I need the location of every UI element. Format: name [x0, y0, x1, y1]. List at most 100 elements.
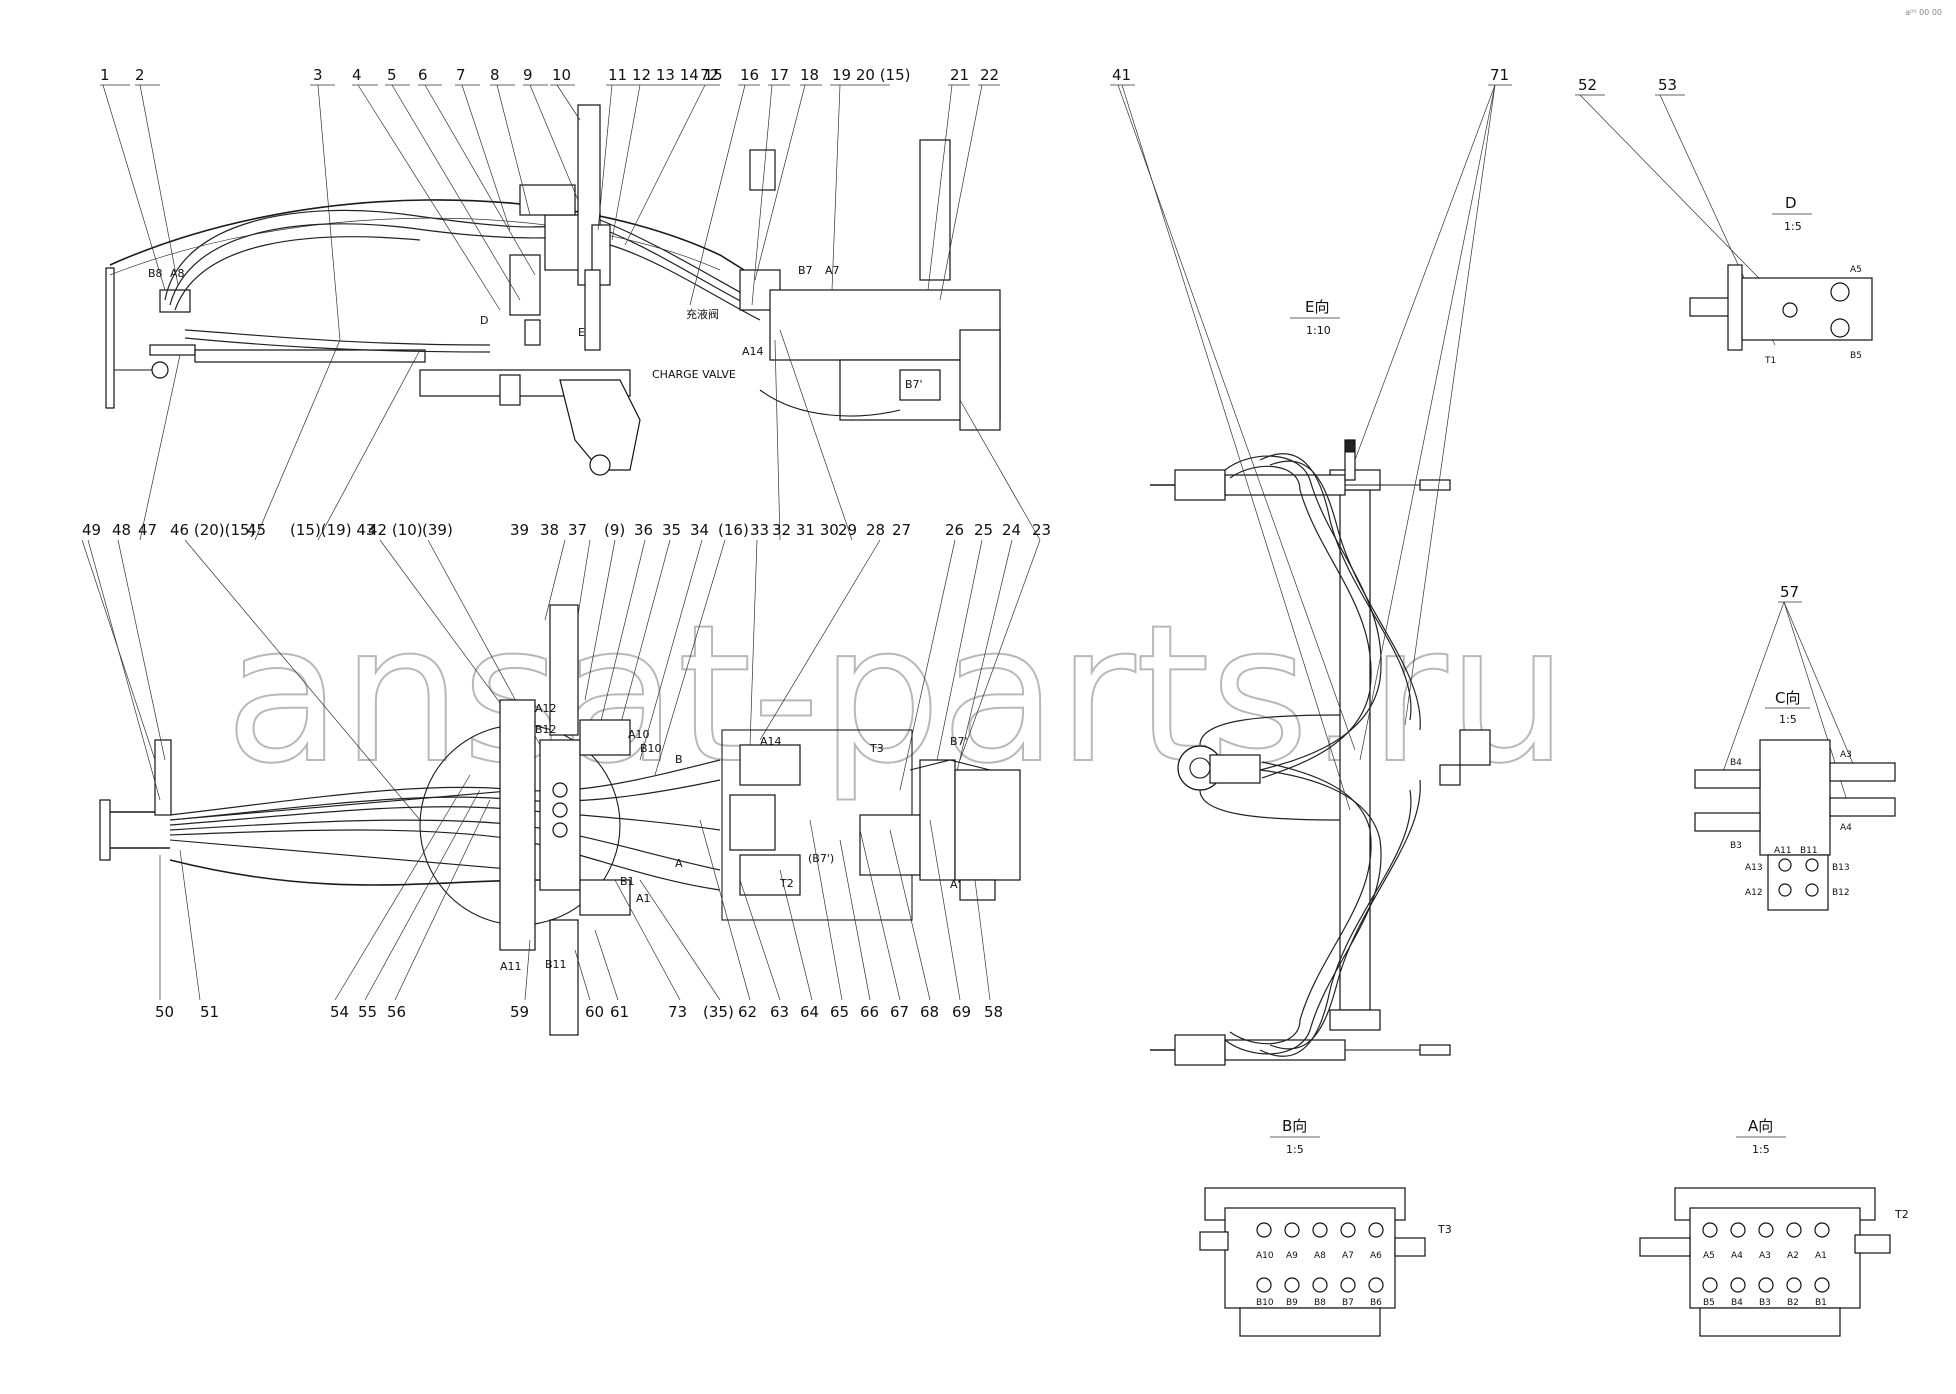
- view-a-a1: A1: [1815, 1251, 1827, 1261]
- label-39: 39: [510, 521, 529, 539]
- view-c: 57 C向 1:5 B4 A3 B3 A4 A11 B11 A13 B13 A1…: [1694, 583, 1896, 911]
- label-1: 1: [100, 66, 110, 84]
- label-59: 59: [510, 1003, 529, 1021]
- middle-leader-labels: 47 46 (20)(15) 45 (15)(19) 43 42 (10) (3…: [138, 329, 1051, 821]
- callout-b7b: B7': [950, 735, 968, 748]
- label-49: 49: [82, 521, 101, 539]
- label-41: 41: [1112, 66, 1131, 84]
- label-11: 11: [608, 66, 627, 84]
- label-72: 72: [700, 66, 719, 84]
- label-16-paren: (16): [718, 521, 749, 539]
- callout-e: E: [578, 326, 585, 339]
- label-23: 23: [1032, 521, 1051, 539]
- label-25: 25: [974, 521, 993, 539]
- view-a-port-holes: [1702, 1222, 1830, 1293]
- view-a-b1: B1: [1815, 1298, 1827, 1308]
- label-45: 45: [247, 521, 266, 539]
- label-22: 22: [980, 66, 999, 84]
- label-57: 57: [1780, 583, 1799, 601]
- label-28: 28: [866, 521, 885, 539]
- view-b-port-holes: [1256, 1222, 1384, 1293]
- view-a-tank: T2: [1894, 1208, 1909, 1221]
- view-a-scale: 1:5: [1752, 1143, 1770, 1156]
- callout-t3: T3: [869, 742, 884, 755]
- view-d-port-b5: B5: [1850, 351, 1862, 361]
- label-55: 55: [358, 1003, 377, 1021]
- view-a-a4: A4: [1731, 1251, 1743, 1261]
- label-26: 26: [945, 521, 964, 539]
- view-a-b3: B3: [1759, 1298, 1771, 1308]
- callout-a7: A7: [825, 264, 840, 277]
- view-c-port-a12: A12: [1745, 888, 1763, 898]
- label-39-paren: (39): [422, 521, 453, 539]
- view-a-title: A向: [1748, 1117, 1773, 1135]
- view-c-scale: 1:5: [1779, 713, 1797, 726]
- label-29: 29: [838, 521, 857, 539]
- label-34: 34: [690, 521, 709, 539]
- left-leader-labels: 49 48: [81, 521, 166, 801]
- view-d-title: D: [1785, 194, 1797, 212]
- view-b: B向 1:5 A10 A9 A8 A7 A6 B10 B9 B8 B7 B6 T…: [1199, 1117, 1452, 1337]
- top-leader-labels: 1 2 3 4 5 6 7 8 9 10 11 12 13 14 15 72 1…: [100, 66, 1000, 341]
- label-24: 24: [1002, 521, 1021, 539]
- charge-valve-en: CHARGE VALVE: [652, 368, 736, 381]
- label-36: 36: [634, 521, 653, 539]
- callout-ap: A': [950, 878, 961, 891]
- label-42: 42 (10): [368, 521, 423, 539]
- view-c-port-a13: A13: [1745, 863, 1763, 873]
- label-64: 64: [800, 1003, 819, 1021]
- view-c-port-a11: A11: [1774, 846, 1792, 856]
- view-c-port-b11: B11: [1800, 846, 1818, 856]
- label-46: 46 (20)(15): [170, 521, 255, 539]
- label-17: 17: [770, 66, 789, 84]
- view-b-b6: B6: [1370, 1298, 1382, 1308]
- label-73: 73: [668, 1003, 687, 1021]
- callout-a1: A1: [636, 892, 651, 905]
- callout-b7c: (B7'): [808, 852, 834, 865]
- view-a-a2: A2: [1787, 1251, 1799, 1261]
- side-elevation-view: B8 A8 D E B7 A7 充液阀 A14 CHARGE VALVE B7': [105, 104, 1001, 476]
- label-51: 51: [200, 1003, 219, 1021]
- label-62: 62: [738, 1003, 757, 1021]
- plan-view: A14 B T3 B7' A T2 (B7') B1 A1 A11 B11 A1…: [99, 604, 1021, 1036]
- view-e-scale: 1:10: [1306, 324, 1331, 337]
- view-c-port-a3: A3: [1840, 750, 1852, 760]
- view-b-b9: B9: [1286, 1298, 1298, 1308]
- view-b-scale: 1:5: [1286, 1143, 1304, 1156]
- callout-b12: B12: [535, 723, 557, 736]
- view-b-b7: B7: [1342, 1298, 1354, 1308]
- view-a-a3: A3: [1759, 1251, 1771, 1261]
- view-a-b2: B2: [1787, 1298, 1799, 1308]
- label-43: (15)(19) 43: [290, 521, 375, 539]
- callout-a: A: [675, 857, 683, 870]
- callout-a12: A12: [535, 702, 557, 715]
- view-b-a10: A10: [1256, 1251, 1274, 1261]
- callout-b7: B7: [798, 264, 813, 277]
- label-35: 35: [662, 521, 681, 539]
- label-67: 67: [890, 1003, 909, 1021]
- label-65: 65: [830, 1003, 849, 1021]
- view-c-title: C向: [1775, 689, 1800, 707]
- label-9-paren: (9): [604, 521, 625, 539]
- label-19-20: 19 20 (15): [832, 66, 911, 84]
- label-21: 21: [950, 66, 969, 84]
- callout-a14: A14: [742, 345, 764, 358]
- label-61: 61: [610, 1003, 629, 1021]
- view-d-port-t1: T1: [1764, 356, 1776, 366]
- label-48: 48: [112, 521, 131, 539]
- view-d: 52 53 D 1:5 A5 B5 T1: [1575, 76, 1873, 366]
- label-69: 69: [952, 1003, 971, 1021]
- label-16: 16: [740, 66, 759, 84]
- label-63: 63: [770, 1003, 789, 1021]
- view-d-scale: 1:5: [1784, 220, 1802, 233]
- callout-b: B: [675, 753, 683, 766]
- label-4: 4: [352, 66, 362, 84]
- view-b-b10: B10: [1256, 1298, 1274, 1308]
- label-18: 18: [800, 66, 819, 84]
- label-68: 68: [920, 1003, 939, 1021]
- label-27: 27: [892, 521, 911, 539]
- view-a-b4: B4: [1731, 1298, 1743, 1308]
- view-c-port-b13: B13: [1832, 863, 1850, 873]
- label-6: 6: [418, 66, 428, 84]
